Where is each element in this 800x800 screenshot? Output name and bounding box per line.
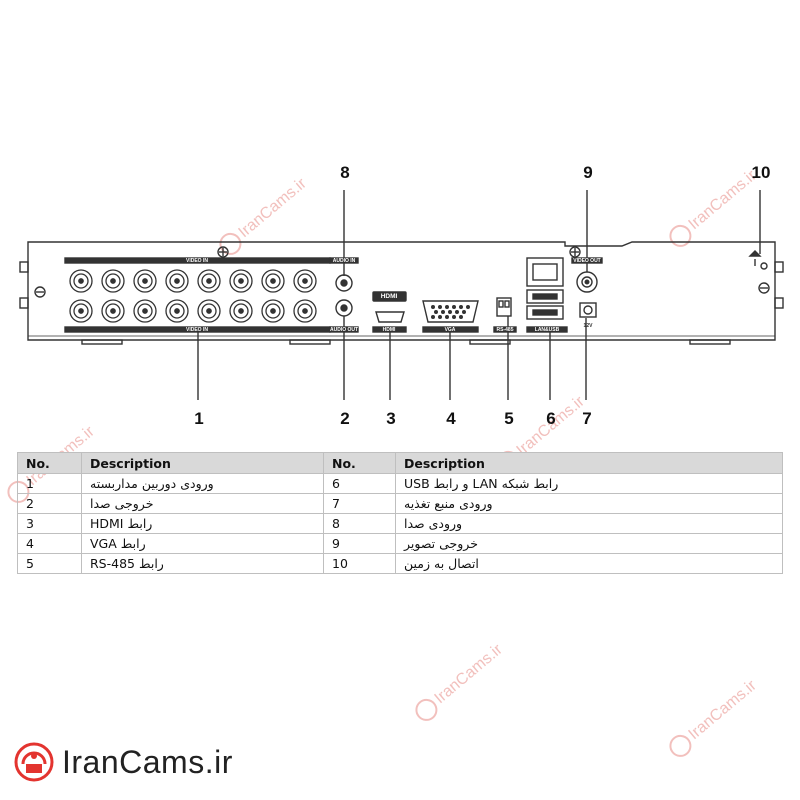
label-hdmi: HDMI xyxy=(383,327,396,333)
watermark: IranCams.ir xyxy=(410,639,508,726)
dvr-rear-panel: VIDEO IN VIDEO IN AUDIO IN AUDIO OUT HDM… xyxy=(19,190,784,400)
callout-5: 5 xyxy=(504,409,514,428)
bnc-video-input-connector xyxy=(165,269,189,293)
callout-8: 8 xyxy=(340,163,350,182)
table-row: 5 رابط RS-485 10 اتصال به زمین xyxy=(17,553,783,574)
row-number: 5 xyxy=(17,553,82,574)
label-vga: VGA xyxy=(445,327,456,333)
header-description: Description xyxy=(395,452,783,474)
brand-logo: IranCams.ir xyxy=(14,740,233,784)
bnc-video-input-connector xyxy=(229,299,253,323)
port-description-table: No. Description No. Description 1 ورودی … xyxy=(17,452,783,574)
label-audio-out: AUDIO OUT xyxy=(330,327,358,333)
bnc-video-input-connector xyxy=(133,299,157,323)
callout-1: 1 xyxy=(194,409,204,428)
label-video-out: VIDEO OUT xyxy=(573,258,601,264)
bnc-video-input-connector xyxy=(261,269,285,293)
row-description: رابط VGA xyxy=(90,536,146,551)
brand-seal-icon xyxy=(14,742,54,782)
bnc-video-input-connector xyxy=(133,269,157,293)
callout-9: 9 xyxy=(583,163,593,182)
label-audio-in: AUDIO IN xyxy=(333,258,356,264)
row-description: رابط HDMI xyxy=(90,516,153,531)
row-number: 3 xyxy=(17,513,82,534)
label-video-in-bottom: VIDEO IN xyxy=(186,327,208,333)
callout-4: 4 xyxy=(446,409,456,428)
bnc-video-input-connector xyxy=(293,269,317,293)
bnc-video-input-connector xyxy=(293,299,317,323)
row-description: اتصال به زمین xyxy=(404,556,479,571)
bnc-video-input-connector xyxy=(197,299,221,323)
row-description: ورودی صدا xyxy=(404,516,463,531)
row-description: ورودی منبع تغذیه xyxy=(404,496,493,511)
callout-3: 3 xyxy=(386,409,396,428)
bnc-video-input-connector xyxy=(101,269,125,293)
bnc-video-input-connector xyxy=(69,299,93,323)
bnc-video-input-connector xyxy=(165,299,189,323)
bnc-video-input-connector xyxy=(101,299,125,323)
row-number: 10 xyxy=(323,553,396,574)
bnc-video-input-connector xyxy=(229,269,253,293)
row-description: رابط شبکه LAN و رابط USB xyxy=(404,476,559,491)
header-no: No. xyxy=(323,452,396,474)
row-description: خروجی صدا xyxy=(90,496,154,511)
row-description: ورودی دوربین مداربسته xyxy=(90,476,214,491)
table-header-row: No. Description No. Description xyxy=(17,452,783,474)
row-number: 8 xyxy=(323,513,396,534)
row-number: 2 xyxy=(17,493,82,514)
row-description: رابط RS-485 xyxy=(90,556,164,571)
row-number: 9 xyxy=(323,533,396,554)
row-number: 4 xyxy=(17,533,82,554)
bnc-video-input-connector xyxy=(197,269,221,293)
header-no: No. xyxy=(17,452,82,474)
row-number: 1 xyxy=(17,473,82,494)
label-hdmi-logo: HDMI xyxy=(381,293,398,300)
label-rs485: RS-485 xyxy=(497,327,514,333)
table-row: 2 خروجی صدا 7 ورودی منبع تغذیه xyxy=(17,493,783,514)
bnc-video-input-connector xyxy=(261,299,285,323)
label-video-in-top: VIDEO IN xyxy=(186,258,208,264)
table-row: 3 رابط HDMI 8 ورودی صدا xyxy=(17,513,783,534)
callout-7: 7 xyxy=(582,409,592,428)
brand-logo-text: IranCams.ir xyxy=(62,743,233,780)
callout-10: 10 xyxy=(751,163,771,182)
callout-2: 2 xyxy=(340,409,350,428)
table-row: 1 ورودی دوربین مداربسته 6 رابط شبکه LAN … xyxy=(17,473,783,494)
label-lan-usb: LAN&USB xyxy=(535,327,560,333)
row-number: 7 xyxy=(323,493,396,514)
row-number: 6 xyxy=(323,473,396,494)
watermark: IranCams.ir xyxy=(664,675,762,762)
label-power: 12V xyxy=(584,323,594,329)
table-row: 4 رابط VGA 9 خروجی تصویر xyxy=(17,533,783,554)
row-description: خروجی تصویر xyxy=(404,536,478,551)
header-description: Description xyxy=(81,452,324,474)
callout-6: 6 xyxy=(546,409,556,428)
bnc-video-input-connector xyxy=(69,269,93,293)
